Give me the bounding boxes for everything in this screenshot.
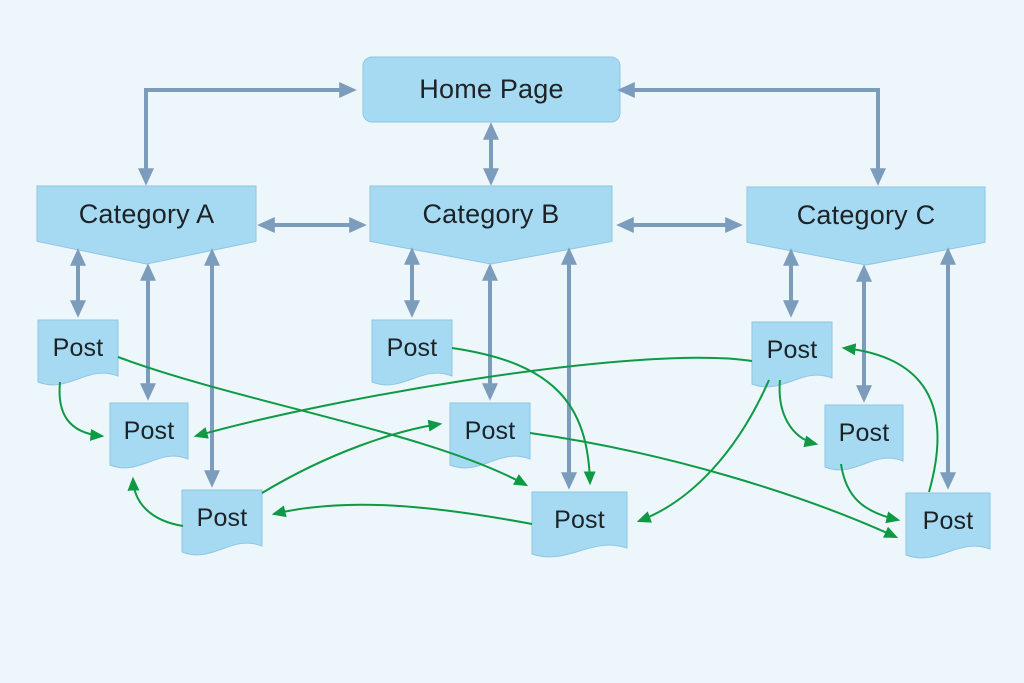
cross-link-arrow-postC1-postB3 (636, 379, 770, 523)
node-shape-postA3 (181, 489, 263, 556)
hierarchy-arrow-home-catA (138, 82, 357, 186)
node-shape-postA1 (37, 319, 119, 386)
node-shape-catB (369, 185, 613, 265)
cross-link-arrow-postB2-postC3 (529, 432, 899, 538)
cross-link-arrow-postA1-postA2 (58, 381, 105, 441)
cross-link-arrow-postA3-postA2 (127, 476, 184, 527)
node-shape-postC2 (824, 404, 904, 471)
node-shape-postA2 (109, 402, 189, 469)
cross-link-arrow-postC1-postA2 (193, 356, 753, 439)
hierarchy-arrow-home-catC (617, 82, 886, 186)
node-shape-postB2 (449, 402, 531, 469)
node-shape-postB3 (531, 491, 628, 558)
cross-link-arrow-postC2-postC3 (840, 463, 901, 524)
cross-link-arrow-postB3-postA3 (271, 503, 533, 525)
cross-link-arrow-postC1-postC2 (778, 379, 819, 448)
node-shape-postB1 (371, 319, 453, 386)
cross-link-arrow-postC3-postC1 (841, 343, 939, 493)
node-shape-postC1 (751, 321, 833, 388)
node-shape-postC3 (905, 492, 991, 559)
node-shape-catC (746, 186, 986, 266)
cross-link-arrow-postB1-postB3 (451, 347, 596, 486)
cross-link-arrow-postA1-postB3 (117, 356, 529, 487)
node-shape-home (362, 56, 621, 123)
node-shape-catA (36, 185, 257, 265)
cross-link-arrow-postA3-postB2 (261, 419, 443, 494)
